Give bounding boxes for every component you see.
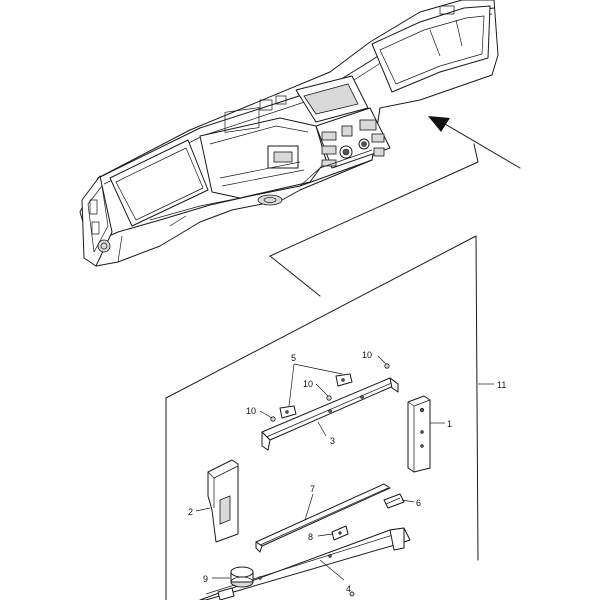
right-panel-opening — [371, 5, 491, 93]
center-round-vent — [257, 194, 283, 206]
part-6-bracket[interactable] — [383, 493, 405, 509]
callout-6: 6 — [416, 498, 421, 508]
callout-5: 5 — [291, 353, 296, 363]
part-8-clip[interactable] — [331, 525, 349, 541]
callout-10-top: 10 — [362, 350, 372, 360]
part-2-side-panel[interactable] — [207, 459, 239, 543]
leader-lines — [195, 355, 494, 581]
part-5-clips[interactable] — [279, 373, 353, 419]
part-9-knob[interactable] — [230, 566, 254, 588]
callout-4: 4 — [346, 584, 351, 594]
left-panel-opening — [109, 139, 209, 227]
part-1-bracket[interactable] — [407, 395, 431, 473]
dashboard-assembly — [79, 0, 499, 267]
left-vent-round — [97, 239, 111, 253]
callout-10-middle: 10 — [303, 379, 313, 389]
part-7-rail[interactable] — [255, 483, 391, 553]
callout-2: 2 — [188, 507, 193, 517]
callout-3: 3 — [330, 436, 335, 446]
exploded-view-frame — [165, 143, 479, 600]
view-direction-arrow — [428, 116, 521, 169]
part-3-rail[interactable] — [261, 377, 399, 451]
callout-9: 9 — [203, 574, 208, 584]
callout-8: 8 — [308, 532, 313, 542]
callout-labels: 5 10 10 10 3 1 11 2 7 6 8 4 9 — [188, 350, 506, 594]
callout-7: 7 — [310, 484, 315, 494]
callout-11: 11 — [497, 380, 506, 390]
callout-1: 1 — [447, 419, 452, 429]
callout-10-left: 10 — [246, 406, 256, 416]
bottom-clip[interactable] — [217, 587, 355, 600]
